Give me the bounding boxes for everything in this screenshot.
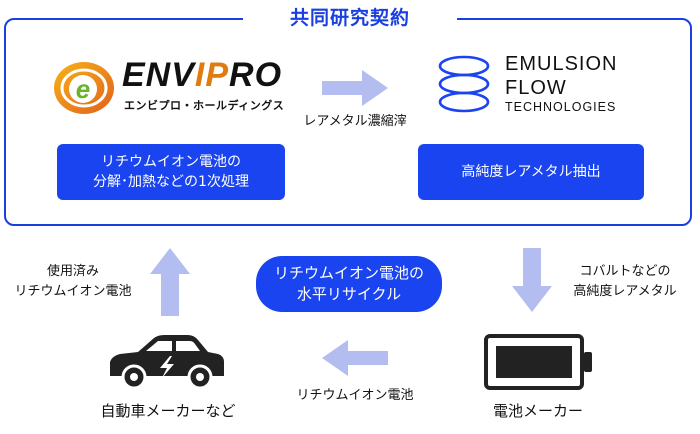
emulsion-flow-mark-icon xyxy=(436,52,492,116)
emulsion-logo-line1: EMULSION xyxy=(505,53,618,75)
center-pill-line2: 水平リサイクル xyxy=(296,285,402,303)
svg-text:e: e xyxy=(76,74,90,104)
car-maker-label: 自動車メーカーなど xyxy=(100,402,236,420)
battery-maker-label: 電池メーカー xyxy=(492,402,583,420)
envipro-logo-text: ENVIPRO xyxy=(122,56,283,94)
top-arrow-label: レアメタル濃縮滓 xyxy=(303,114,407,129)
battery-icon xyxy=(484,334,594,390)
bottom-arrow-label: リチウムイオン電池 xyxy=(296,388,414,403)
arrow-right-top-icon xyxy=(322,70,388,106)
emulsion-process-box: 高純度レアメタル抽出 xyxy=(418,144,644,200)
arrow-down-icon xyxy=(512,248,552,312)
right-arrow-label-line2: 高純度レアメタル xyxy=(573,283,677,299)
right-arrow-label: コバルトなどの 高純度レアメタル xyxy=(560,262,690,301)
envipro-process-line1: リチウムイオン電池の xyxy=(100,153,241,170)
emulsion-logo-line3: TECHNOLOGIES xyxy=(505,100,617,114)
emulsion-logo-line2: FLOW xyxy=(505,77,567,99)
envipro-mark-icon: e xyxy=(52,60,116,116)
left-arrow-label-line1: 使用済み xyxy=(46,264,99,279)
electric-car-icon xyxy=(104,332,228,390)
envipro-process-box: リチウムイオン電池の 分解･加熱などの1次処理 xyxy=(57,144,285,200)
emulsion-process-text: 高純度レアメタル抽出 xyxy=(461,163,601,180)
arrow-left-bottom-icon xyxy=(322,340,388,376)
center-recycle-pill: リチウムイオン電池の 水平リサイクル xyxy=(256,256,442,312)
center-pill-line1: リチウムイオン電池の xyxy=(273,264,424,282)
envipro-process-line2: 分解･加熱などの1次処理 xyxy=(93,174,249,190)
left-arrow-label-line2: リチウムイオン電池 xyxy=(14,283,132,299)
right-arrow-label-line1: コバルトなどの xyxy=(579,264,671,279)
frame-title: 共同研究契約 xyxy=(243,4,457,32)
left-arrow-label: 使用済み リチウムイオン電池 xyxy=(8,262,138,301)
envipro-logo-subtitle: エンビプロ・ホールディングス xyxy=(124,99,285,112)
arrow-up-icon xyxy=(150,248,190,316)
